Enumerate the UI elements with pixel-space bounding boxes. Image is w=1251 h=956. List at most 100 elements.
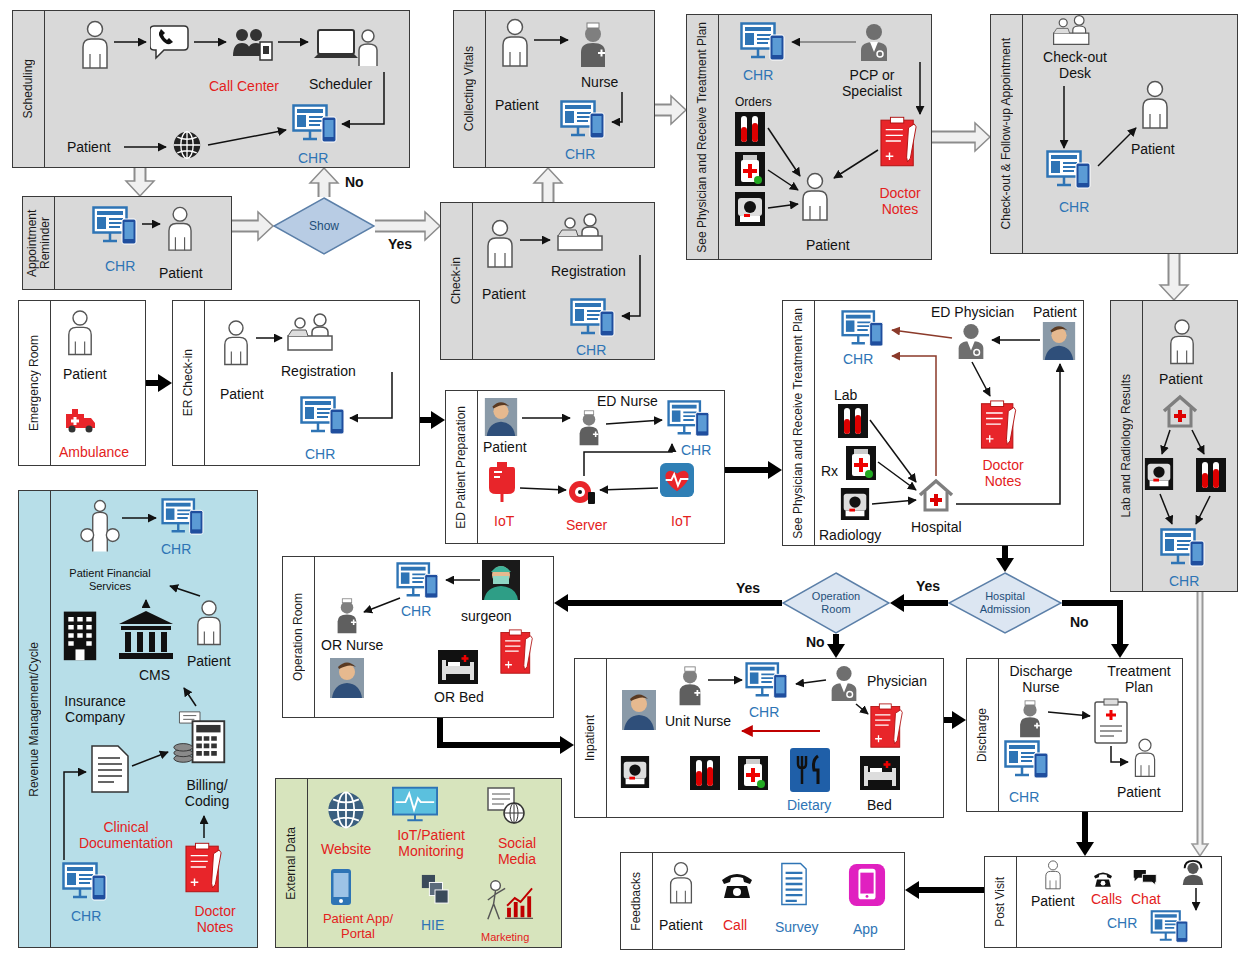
notes-icon bbox=[871, 704, 902, 747]
flow-line bbox=[956, 364, 1060, 504]
person-icon bbox=[83, 22, 107, 69]
hie-icon bbox=[422, 875, 448, 903]
registration-icon bbox=[288, 314, 332, 350]
patient-photo bbox=[485, 398, 517, 436]
flow-line bbox=[796, 680, 826, 684]
flow-arrow bbox=[827, 634, 845, 658]
flow-line bbox=[1111, 746, 1128, 762]
panel-title: Discharge bbox=[976, 708, 989, 762]
title-band: ED Patient Preparation bbox=[446, 391, 478, 543]
panel-title: Revenue Management/Cycle bbox=[28, 642, 41, 797]
flow-line bbox=[1192, 430, 1204, 454]
person-icon bbox=[671, 863, 692, 903]
item-label: Survey bbox=[775, 919, 819, 935]
arrow-head bbox=[258, 212, 273, 240]
flow-line bbox=[919, 62, 921, 114]
arrow-shaft bbox=[544, 181, 553, 202]
arrow-shaft bbox=[567, 600, 782, 606]
chr-icon bbox=[742, 24, 785, 61]
arrow-shaft bbox=[1199, 592, 1202, 846]
bed-icon bbox=[860, 756, 900, 790]
item-label: CMS bbox=[139, 667, 170, 683]
item-label: Patient bbox=[495, 97, 539, 113]
item-label: Server bbox=[566, 517, 607, 533]
item-label: Ambulance bbox=[59, 444, 129, 460]
title-band: Post Visit bbox=[985, 857, 1017, 947]
item-label: Billing/ Coding bbox=[177, 777, 237, 809]
item-label: Patient App/ Portal bbox=[313, 911, 403, 941]
item-label: CHR bbox=[1009, 789, 1039, 805]
flow-line bbox=[184, 688, 196, 706]
item-label: Patient Financial Services bbox=[54, 567, 166, 593]
arrow-shaft bbox=[1082, 812, 1088, 843]
item-label: Physician bbox=[867, 673, 927, 689]
flow-arrow bbox=[1076, 812, 1094, 856]
decision-label: Show bbox=[293, 220, 356, 233]
title-band: Revenue Management/Cycle bbox=[19, 491, 51, 947]
flow-line bbox=[1196, 496, 1210, 524]
panel-title: See Physician and Receive Treatment Plan bbox=[696, 22, 709, 253]
chr-icon bbox=[843, 311, 883, 346]
item-label: Patient bbox=[67, 139, 111, 155]
item-label: Nurse bbox=[581, 74, 618, 90]
item-label: surgeon bbox=[461, 608, 512, 624]
hospital-icon bbox=[1164, 397, 1196, 426]
server-icon bbox=[569, 481, 595, 504]
flow-line bbox=[1195, 888, 1197, 910]
item-label: CHR bbox=[1169, 573, 1199, 589]
person-icon bbox=[503, 20, 527, 67]
flow-line bbox=[878, 462, 916, 490]
flow-line bbox=[342, 72, 384, 124]
flow-line bbox=[622, 255, 640, 316]
chr-icon bbox=[1152, 911, 1188, 942]
flow-line bbox=[114, 41, 146, 43]
rx-icon bbox=[735, 152, 765, 186]
radiology-icon bbox=[621, 756, 649, 788]
edge-label: No bbox=[1068, 614, 1091, 630]
item-label: Insurance Company bbox=[55, 693, 135, 725]
flow-arrow bbox=[420, 411, 445, 429]
phone-icon bbox=[150, 26, 188, 58]
radiology-icon bbox=[841, 488, 869, 520]
item-label: Discharge Nurse bbox=[1005, 663, 1077, 695]
item-label: Patient bbox=[220, 386, 264, 402]
flow-arrow bbox=[1160, 254, 1188, 300]
agent-icon bbox=[1183, 861, 1203, 885]
edge-label: Yes bbox=[386, 236, 414, 252]
flow-line bbox=[834, 150, 878, 178]
flow-line bbox=[1063, 86, 1065, 148]
flow-arrow bbox=[534, 168, 562, 202]
flow-line bbox=[612, 92, 622, 122]
flow-line bbox=[1160, 494, 1172, 524]
flow-arrow bbox=[890, 594, 948, 612]
item-label: Social Media bbox=[487, 835, 547, 867]
arrow-shaft bbox=[136, 168, 145, 183]
chr-icon bbox=[572, 300, 615, 337]
chr-icon bbox=[669, 401, 709, 436]
item-label: Patient bbox=[1131, 141, 1175, 157]
item-label: Patient bbox=[482, 286, 526, 302]
title-band: Inpatient bbox=[575, 659, 607, 817]
item-label: CHR bbox=[565, 146, 595, 162]
item-label: Chat bbox=[1131, 891, 1161, 907]
doctor-icon bbox=[959, 324, 984, 359]
chr-icon bbox=[1048, 152, 1091, 189]
panel-title: Lab and Radiology Results bbox=[1120, 374, 1133, 517]
item-label: Patient bbox=[63, 366, 107, 382]
person-icon bbox=[1046, 861, 1060, 889]
arrow-head bbox=[671, 96, 686, 124]
title-band: Discharge bbox=[967, 659, 999, 811]
flow-line bbox=[856, 704, 868, 714]
plan-icon bbox=[1095, 699, 1127, 743]
item-label: Patient bbox=[483, 439, 527, 455]
radiology-icon bbox=[1145, 458, 1173, 490]
decision-diamond: Operation Room bbox=[782, 572, 890, 634]
panel-title: Check-out & Follow-up Appointment bbox=[1000, 38, 1013, 229]
patient-photo bbox=[622, 690, 656, 730]
arrow-shaft bbox=[1170, 254, 1179, 287]
title-band: Feedbacks bbox=[621, 853, 653, 949]
item-label: OR Nurse bbox=[321, 637, 383, 653]
item-label: Patient bbox=[659, 917, 703, 933]
cms-icon bbox=[119, 611, 173, 659]
flow-line bbox=[122, 517, 156, 519]
